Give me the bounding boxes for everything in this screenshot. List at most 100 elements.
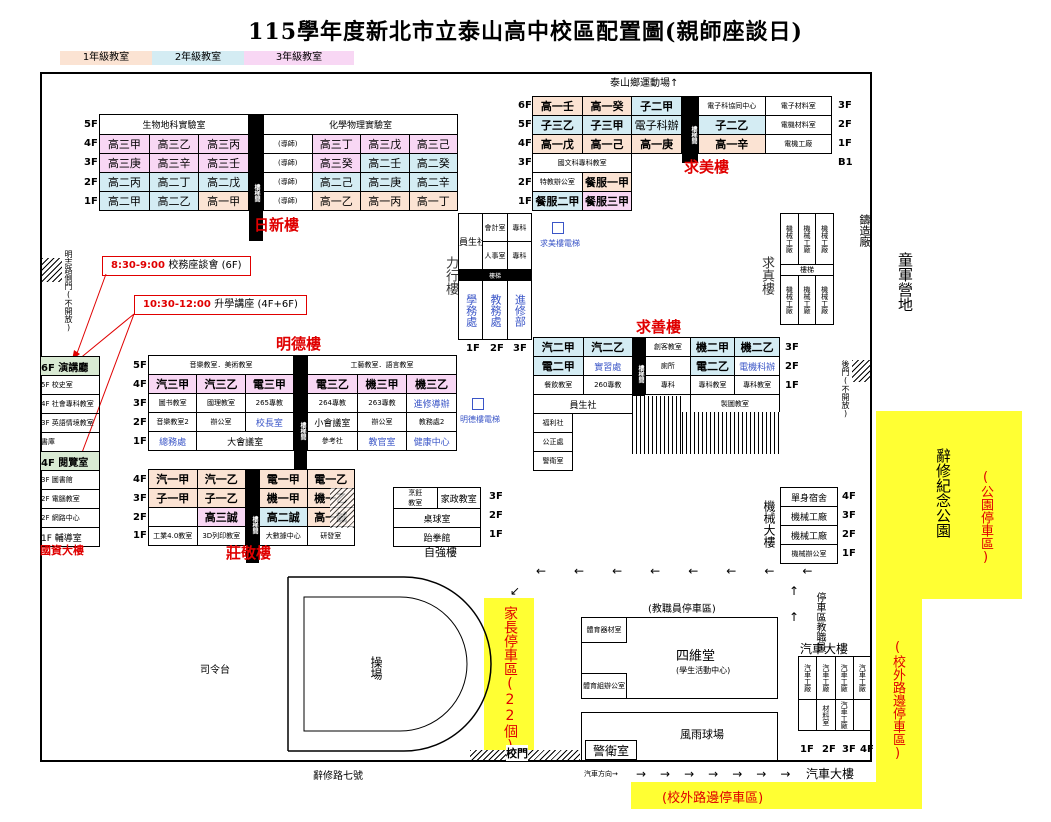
classroom: 汽二甲 (533, 337, 584, 357)
guozi-room: 3F 圖書館 (40, 470, 100, 490)
qiuzhen-building: 機械工廠 機械工廠 機械工廠 樓梯 機械工廠 機械工廠 機械工廠 (780, 213, 834, 325)
sports-equipment-room: 體育器材室 (581, 617, 627, 643)
classroom: 機二甲 (689, 337, 736, 357)
classroom: 高一己 (581, 134, 633, 154)
classroom: 汽一甲 (148, 469, 198, 489)
classroom: 高三癸 (311, 153, 361, 173)
workshop: 機械工廠 (780, 525, 838, 545)
classroom: 電一乙 (306, 469, 355, 489)
guozi-floor: 4F (41, 457, 55, 469)
siwei-hall (581, 617, 778, 699)
bixiu-park-label: 辭修紀念公園 (934, 448, 952, 538)
classroom: 高一乙 (311, 191, 361, 211)
classroom: 電三甲 (244, 374, 295, 394)
workshop: 機械工廠 (797, 275, 817, 325)
jixie-floor: 3F (842, 510, 856, 521)
staff-coop: 員生社 (533, 394, 633, 414)
classroom: 機一甲 (259, 488, 308, 508)
office: 參考社 (307, 431, 358, 451)
jixie-building-name: 機械大樓 (762, 500, 776, 548)
office: 專科 (506, 213, 533, 242)
special-room: 3D列印教室 (196, 526, 246, 546)
office: 專科 (506, 241, 533, 270)
empty-room (148, 507, 198, 527)
guard-room: 警衛室 (533, 451, 573, 471)
rixin-floor-5f: 5F (84, 119, 98, 130)
classroom: 電三乙 (307, 374, 358, 394)
classroom: 高一庚 (631, 134, 682, 154)
special-room: 國理教室 (196, 393, 246, 413)
classroom: 高三辛 (148, 153, 200, 173)
continuing-education-office: 進修部 (506, 280, 533, 340)
military-office: 教官室 (356, 431, 408, 451)
qiushan-east-wing: 創客教室機二甲機二乙 廁所電二乙電機科辦 專科專科教室專科教室 製圖教室 (645, 337, 781, 414)
meeting1-text: 校務座談會 (6F) (168, 260, 242, 271)
rixin-east-wing: 化學物理實驗室 (導師)高三丁高三戊高三己 (導師)高三癸高二壬高二癸 (導師)… (263, 114, 458, 211)
classroom: 子三乙 (532, 115, 583, 135)
legend-grade3: 3年級教室 (244, 51, 354, 65)
service-room: 公正處 (533, 432, 573, 452)
ziqiang-building: 烹飪教室家政教室 桌球室 跆拳館 (393, 487, 481, 547)
classroom: 高三甲 (99, 134, 150, 154)
empty-room (852, 699, 873, 731)
guozi-room: 5F 校史室 (40, 375, 100, 395)
welfare-room: 福利社 (533, 413, 573, 433)
zhuangjing-floor: 4F (133, 474, 147, 485)
legend-grade1: 1年級教室 (60, 51, 152, 65)
classroom: 餐服三甲 (581, 191, 633, 211)
classroom: 電一甲 (259, 469, 308, 489)
empty-room (797, 699, 818, 731)
computer-room: 電腦教室 (51, 495, 80, 503)
road-arrow-up: ↑ (789, 584, 800, 598)
road-arrows-right: →→→→→→→ (636, 767, 805, 781)
mingde-floor: 5F (133, 360, 147, 371)
classroom: 高三戊 (360, 134, 410, 154)
guozi-floor: 2F (41, 495, 50, 503)
classroom: 高二壬 (360, 153, 410, 173)
teacher-office: (導師) (263, 134, 313, 154)
english-room: 英語情境教室 (51, 419, 94, 427)
health-center: 健康中心 (406, 431, 457, 451)
special-room: 264專教 (307, 393, 358, 413)
east-gate-hatch (852, 360, 870, 382)
sports-office: 體育組辦公室 (581, 673, 627, 699)
park-parking-area (876, 411, 1022, 599)
parent-parking-area (484, 598, 534, 750)
ziqiang-floor: 2F (489, 510, 503, 521)
workshop: 汽車工廠 (834, 699, 854, 731)
jixie-floor: 4F (842, 491, 856, 502)
qiumei-floor-r: 2F (838, 119, 852, 130)
classroom: 高二誠 (259, 507, 308, 527)
classroom: 機三乙 (406, 374, 457, 394)
principal-office: 校長室 (244, 412, 295, 432)
qiumei-floor-r: 3F (838, 100, 852, 111)
mingde-stairwell: 樓梯間 (294, 355, 307, 478)
qiche-building: 汽車工廠 汽車工廠 汽車工廠 汽車工廠 材料室 汽車工廠 (797, 656, 873, 731)
workshop: 汽車工廠 (834, 656, 854, 700)
classroom: 高三乙 (148, 134, 200, 154)
classroom: 高二辛 (408, 172, 458, 192)
qiumei-floor: 4F (518, 138, 532, 149)
maker-room: 創客教室 (645, 337, 691, 357)
guozi-4f: 4F 閱覽室 (40, 451, 100, 471)
qiumei-floor-r: B1 (838, 157, 853, 168)
workshop: 機械工廠 (797, 213, 817, 265)
zhuangjing-steps (330, 488, 354, 528)
teacher-office: (導師) (263, 172, 313, 192)
liexing-floor: 2F (490, 343, 504, 354)
conference-room: 大會議室 (196, 431, 294, 451)
guozi-room: 1F 輔導室 (40, 527, 100, 547)
special-room: 電機工廠 (764, 134, 832, 154)
social-room: 社會專科教室 (51, 400, 94, 408)
rixin-floor-1f: 1F (84, 196, 98, 207)
classroom: 高三丁 (311, 134, 361, 154)
classroom: 餐服一甲 (581, 172, 633, 192)
rixin-floor-3f: 3F (84, 157, 98, 168)
workshop: 汽車工廠 (816, 656, 836, 700)
taekwondo-hall: 跆拳館 (393, 527, 481, 547)
classroom: 子三甲 (581, 115, 633, 135)
qiushan-floor: 1F (785, 380, 799, 391)
material-room: 材料室 (816, 699, 836, 731)
